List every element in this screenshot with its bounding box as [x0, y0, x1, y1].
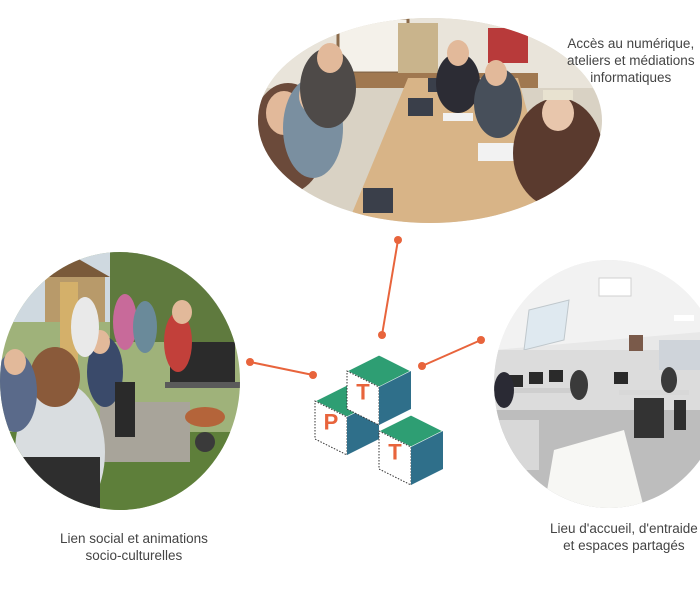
ptt-logo: PTT	[313, 354, 445, 486]
connector-social	[246, 358, 317, 379]
logo-letter: T	[388, 440, 402, 465]
logo-cube: T	[345, 354, 413, 426]
photo-reception-space	[494, 260, 700, 508]
photo-digital-workshop	[258, 18, 602, 223]
caption-digital-access: Accès au numérique, ateliers et médiatio…	[567, 35, 695, 86]
caption-line: socio-culturelles	[85, 548, 183, 563]
photo-social-gathering	[0, 252, 240, 510]
logo-cube: T	[377, 414, 445, 486]
caption-line: ateliers et médiations	[567, 53, 695, 68]
logo-letter: P	[324, 410, 339, 435]
connector-digital	[378, 236, 402, 339]
caption-line: Accès au numérique,	[567, 36, 695, 51]
caption-social-link: Lien social et animations socio-culturel…	[60, 530, 208, 564]
connector-reception	[418, 336, 485, 370]
caption-line: Lien social et animations	[60, 531, 208, 546]
caption-line: Lieu d'accueil, d'entraide	[550, 521, 698, 536]
caption-line: et espaces partagés	[563, 538, 685, 553]
logo-letter: T	[356, 380, 370, 405]
caption-line: informatiques	[590, 70, 672, 85]
caption-reception-place: Lieu d'accueil, d'entraide et espaces pa…	[550, 520, 698, 554]
